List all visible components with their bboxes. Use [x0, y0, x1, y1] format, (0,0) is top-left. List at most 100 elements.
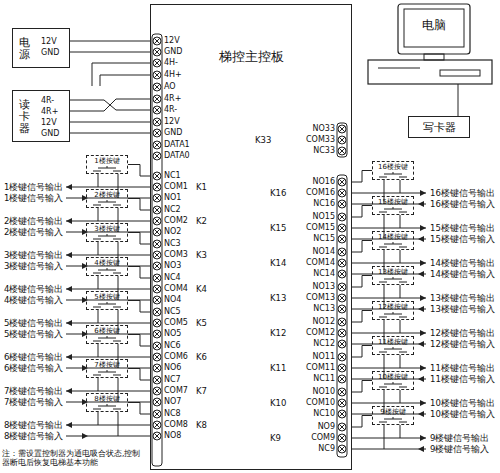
terminal-screw: [153, 106, 161, 114]
signal-arrowhead: [66, 354, 72, 360]
signal-arrowhead: [418, 201, 424, 207]
button-wire: [400, 215, 401, 228]
wire-connector: [70, 100, 150, 110]
signal-label: 12楼键信号输出: [430, 328, 495, 338]
terminal-label: COM1: [164, 182, 188, 192]
terminal-label: NC12: [313, 339, 335, 349]
push-button-contact: [113, 171, 121, 172]
pin-label: 12V: [41, 37, 57, 47]
node-title: 6楼按键: [94, 327, 119, 336]
push-button-stem: [393, 312, 394, 314]
terminal-screw: [153, 319, 161, 327]
terminal-label: NC7: [164, 375, 181, 385]
push-button-stem: [393, 277, 394, 279]
terminal-label: NC1: [164, 171, 181, 181]
terminal-label: NC14: [313, 269, 335, 279]
wire-connector: [70, 41, 150, 42]
node-title: 梯控主控板: [219, 49, 284, 65]
signal-arrowhead: [66, 320, 72, 326]
push-button-stem: [107, 166, 108, 168]
terminal-label: 4H+: [164, 70, 182, 80]
terminal-screw: [338, 125, 346, 133]
terminal-screw-cross: [154, 130, 160, 136]
terminal-screw-cross: [154, 173, 160, 179]
terminal-screw: [153, 240, 161, 248]
terminal-label: COM8: [164, 420, 188, 430]
terminal-label: 4R-: [164, 105, 177, 115]
terminal-label: NO7: [164, 397, 181, 407]
signal-wire: [352, 193, 426, 194]
terminal-screw-cross: [154, 252, 160, 258]
pin-label: 4R-: [41, 96, 54, 106]
signal-arrowhead: [420, 260, 426, 266]
terminal-screw: [153, 152, 161, 160]
floor-button-box: 6楼按键: [86, 325, 128, 344]
signal-arrowhead: [418, 411, 424, 417]
terminal-label: COM10: [306, 398, 335, 408]
terminal-screw: [153, 353, 161, 361]
terminal-screw-cross: [339, 126, 345, 132]
terminal-label: NC16: [313, 199, 335, 209]
terminal-label: NO8: [164, 431, 181, 441]
node-title: 电脑: [422, 18, 446, 32]
push-button-contact: [93, 239, 101, 240]
signal-arrowhead: [82, 399, 88, 405]
terminal-label: NC9: [318, 444, 335, 454]
terminal-label: NC8: [164, 409, 181, 419]
wire-connector: [70, 133, 150, 134]
terminal-screw: [153, 37, 161, 45]
wire-connector: [128, 369, 150, 381]
button-wire: [98, 378, 99, 391]
terminal-label: COM33: [306, 135, 335, 145]
terminal-screw: [153, 308, 161, 316]
node-title: 16楼按键: [378, 163, 408, 172]
relay-label: K1: [196, 182, 207, 192]
push-button-contact: [113, 273, 121, 274]
terminal-label: NC3: [164, 239, 181, 249]
computer-base: [368, 60, 492, 84]
relay-label: K10: [270, 398, 286, 408]
terminal-screw-cross: [154, 331, 160, 337]
terminal-screw: [153, 217, 161, 225]
terminal-screw: [338, 283, 346, 291]
terminal-screw-cross: [339, 225, 345, 231]
terminal-screw-cross: [154, 309, 160, 315]
terminal-screw-cross: [154, 275, 160, 281]
signal-label: 10楼键信号输出: [430, 398, 495, 408]
signal-arrowhead: [82, 263, 88, 269]
terminal-label: NC5: [164, 307, 181, 317]
terminal-label: NC10: [313, 409, 335, 419]
push-button-contact: [399, 422, 407, 423]
node-title: 3楼按键: [94, 225, 119, 234]
terminal-label: NO2: [164, 227, 181, 237]
floor-button-box: 8楼按键: [86, 393, 128, 412]
terminal-screw: [153, 83, 161, 91]
terminal-label: NO12: [313, 317, 335, 327]
button-wire: [118, 412, 119, 436]
terminal-screw-cross: [339, 365, 345, 371]
monitor-neck: [424, 54, 444, 60]
terminal-label: NC13: [313, 304, 335, 314]
terminal-screw: [153, 194, 161, 202]
terminal-screw: [338, 445, 346, 453]
terminal-screw-cross: [339, 376, 345, 382]
terminal-screw-cross: [154, 297, 160, 303]
card-writer-box: 写卡器: [408, 116, 470, 138]
floor-button-box: 15楼按键: [372, 196, 414, 215]
terminal-screw-cross: [154, 184, 160, 190]
terminal-label: COM4: [164, 284, 188, 294]
relay-label: K13: [270, 293, 286, 303]
signal-arrowhead: [420, 435, 426, 441]
terminal-label: 12V: [164, 36, 180, 46]
push-button-stem: [107, 370, 108, 372]
terminal-label: NO1: [164, 193, 181, 203]
drive-bay: [440, 70, 480, 76]
terminal-label: COM12: [306, 328, 335, 338]
terminal-screw: [153, 421, 161, 429]
terminal-screw: [153, 330, 161, 338]
terminal-label: DATA1: [164, 140, 190, 150]
signal-arrowhead: [418, 236, 424, 242]
node-title: 5楼按键: [94, 293, 119, 302]
terminal-screw-cross: [154, 263, 160, 269]
terminal-screw-cross: [339, 341, 345, 347]
